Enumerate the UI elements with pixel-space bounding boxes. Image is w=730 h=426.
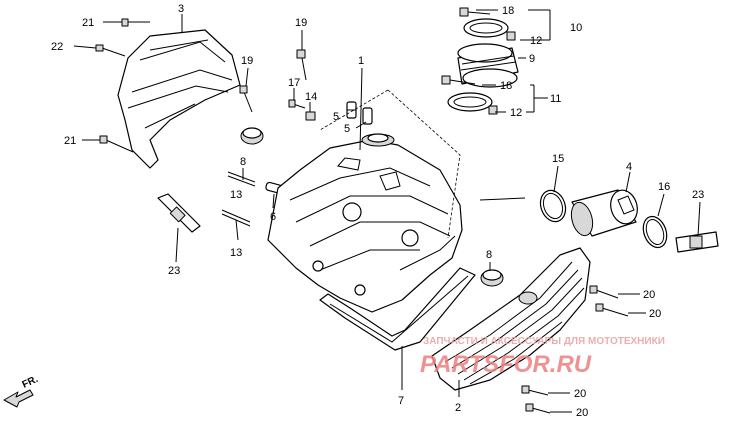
spark-plug-left <box>157 193 201 233</box>
nut-14 <box>305 111 316 121</box>
callout-13-upper: 13 <box>230 189 242 201</box>
intake-insulator <box>457 43 519 88</box>
intake-clamp-top <box>459 7 516 41</box>
callout-20-a: 20 <box>643 289 655 301</box>
callout-8-lower: 8 <box>486 249 492 261</box>
callout-6: 6 <box>270 211 276 223</box>
side-cover <box>431 247 591 391</box>
callout-12-bottom: 12 <box>510 107 522 119</box>
callout-15: 15 <box>552 153 564 165</box>
callout-23-left: 23 <box>168 265 180 277</box>
callout-20-b: 20 <box>649 308 661 320</box>
cover-bolt-top <box>121 18 150 27</box>
o-ring-16 <box>642 215 668 249</box>
watermark: ЗАПЧАСТИ И АКСЕССУАРЫ ДЛЯ МОТОТЕХНИКИ PA… <box>420 336 665 378</box>
bolt-20-a <box>589 285 619 299</box>
callout-16: 16 <box>658 181 670 193</box>
callout-5-b: 5 <box>344 123 350 135</box>
callout-19-left: 19 <box>241 55 253 67</box>
cover-bolt-22 <box>95 44 126 57</box>
callout-18-bottom: 18 <box>500 80 512 92</box>
callout-10: 10 <box>570 22 582 34</box>
sleeve-4 <box>570 189 638 237</box>
grommet-8-upper <box>240 127 264 145</box>
watermark-tagline: ЗАПЧАСТИ И АКСЕССУАРЫ ДЛЯ МОТОТЕХНИКИ <box>423 336 665 347</box>
bolt-19-top <box>296 49 307 81</box>
watermark-logo: PARTSFOR.RU <box>420 351 592 378</box>
cover-bolt-21 <box>99 135 134 153</box>
callout-7: 7 <box>398 395 404 407</box>
grommet-8-lower <box>480 269 504 287</box>
cylinder-head-cover <box>117 29 241 169</box>
callout-18-top: 18 <box>502 5 514 17</box>
callout-2: 2 <box>455 402 461 414</box>
callout-5-a: 5 <box>333 111 339 123</box>
front-direction-arrow: FR. <box>3 374 40 408</box>
leader-lines <box>73 9 701 413</box>
spark-plug-right <box>675 231 719 253</box>
callout-12-top: 12 <box>530 35 542 47</box>
callout-21-top: 21 <box>82 17 94 29</box>
callout-9: 9 <box>529 53 535 65</box>
bolt-20-c <box>521 385 549 396</box>
callout-11: 11 <box>550 93 561 105</box>
callout-22: 22 <box>51 41 63 53</box>
callout-23-right: 23 <box>692 189 704 201</box>
bolt-19-left <box>239 85 253 113</box>
callout-20-c: 20 <box>574 388 586 400</box>
o-ring-15 <box>539 189 567 223</box>
callout-4: 4 <box>626 161 632 173</box>
callout-8-upper: 8 <box>240 156 246 168</box>
callout-20-d: 20 <box>576 407 588 419</box>
bolt-20-b <box>595 303 629 317</box>
reference-lines <box>319 89 526 239</box>
callout-21-bottom: 21 <box>64 135 76 147</box>
intake-clamp-bottom <box>441 75 498 115</box>
callout-19-top: 19 <box>295 17 307 29</box>
head-gasket <box>319 267 476 351</box>
front-direction-label: FR. <box>21 374 40 391</box>
callout-1: 1 <box>358 55 364 67</box>
callout-3: 3 <box>178 3 184 15</box>
callout-17: 17 <box>288 77 300 89</box>
stud-13-upper <box>227 171 256 187</box>
callout-13-lower: 13 <box>230 247 242 259</box>
callout-14: 14 <box>305 91 317 103</box>
bolt-17 <box>288 99 306 109</box>
dowel-5-b <box>362 107 373 125</box>
cylinder-head <box>267 133 463 313</box>
bolt-20-d <box>525 403 551 414</box>
